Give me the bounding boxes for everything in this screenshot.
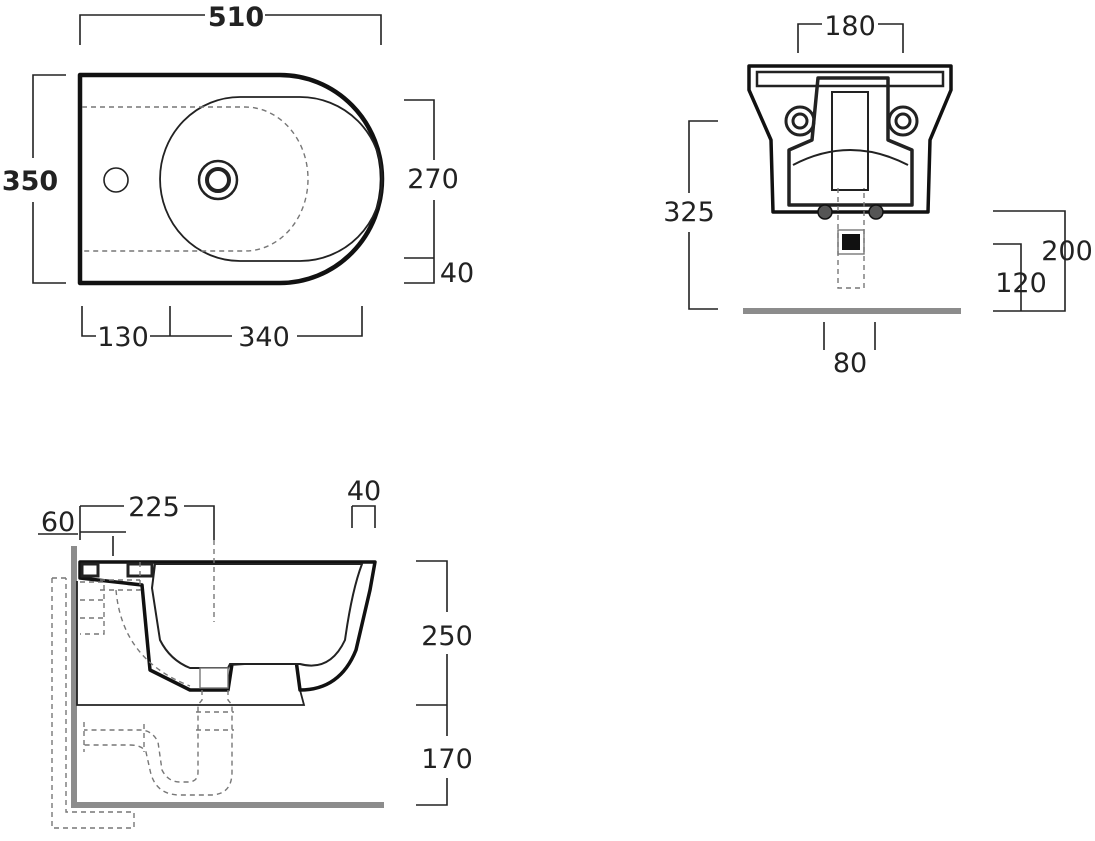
top-view: 510 350 270 40 130 340 bbox=[2, 2, 474, 353]
drain-outer bbox=[197, 159, 239, 201]
dim-40-top: 40 bbox=[440, 258, 474, 289]
dim-200: 200 bbox=[1041, 236, 1093, 267]
dim-line-270 bbox=[404, 99, 435, 284]
wall-and-floor bbox=[71, 546, 384, 808]
side-view-bowl-inner bbox=[150, 563, 364, 669]
dim-line-250-170 bbox=[416, 560, 448, 806]
waste-outlet bbox=[842, 234, 860, 250]
hidden-wall-box bbox=[51, 577, 135, 829]
dim-340: 340 bbox=[238, 322, 290, 353]
side-view-tap-hole bbox=[126, 562, 154, 578]
tap-hole bbox=[103, 167, 129, 193]
front-view-spout bbox=[831, 91, 869, 191]
dim-225: 225 bbox=[128, 492, 180, 523]
hidden-inlet-curve bbox=[115, 589, 191, 687]
dim-60: 60 bbox=[41, 507, 75, 538]
fixing-hole-right bbox=[887, 105, 919, 137]
fixing-hole-left bbox=[784, 105, 816, 137]
dim-line-350 bbox=[32, 74, 66, 284]
waste-outlet-frame bbox=[837, 229, 865, 255]
top-view-bowl bbox=[159, 96, 383, 262]
hidden-inlet bbox=[80, 562, 141, 635]
dim-line-60-225 bbox=[38, 505, 215, 556]
top-view-hidden-bowl bbox=[82, 106, 309, 252]
dim-line-80 bbox=[823, 322, 876, 350]
dim-40-side: 40 bbox=[347, 476, 381, 507]
front-view-outline bbox=[747, 64, 953, 214]
dim-510: 510 bbox=[208, 2, 264, 33]
dim-180: 180 bbox=[824, 11, 876, 42]
drain-inner bbox=[205, 167, 231, 193]
front-view-basin-curve bbox=[792, 149, 909, 166]
dim-170: 170 bbox=[421, 744, 473, 775]
bolt-left bbox=[817, 204, 833, 220]
waste-pipe-stub bbox=[199, 667, 229, 689]
dim-line-510 bbox=[79, 14, 382, 45]
dim-line-325 bbox=[688, 120, 718, 310]
side-view: 60 225 40 250 170 bbox=[38, 476, 473, 829]
dim-350: 350 bbox=[2, 166, 58, 197]
bolt-right bbox=[868, 204, 884, 220]
dim-line-180 bbox=[797, 23, 904, 53]
dim-80: 80 bbox=[833, 348, 867, 379]
dim-270: 270 bbox=[407, 164, 459, 195]
dim-120: 120 bbox=[995, 268, 1047, 299]
front-view-inner-rim bbox=[755, 70, 945, 88]
front-view: 180 325 200 120 80 bbox=[663, 11, 1093, 379]
dim-line-120 bbox=[993, 243, 1022, 311]
dim-130: 130 bbox=[97, 322, 149, 353]
dim-325: 325 bbox=[663, 197, 715, 228]
side-view-base-outline bbox=[76, 581, 306, 706]
dim-250: 250 bbox=[421, 621, 473, 652]
side-view-rim-notch bbox=[80, 562, 100, 578]
hidden-trap bbox=[83, 690, 234, 796]
dim-line-130-340 bbox=[81, 306, 363, 337]
dim-line-40-side bbox=[351, 505, 376, 528]
front-view-inner-body bbox=[787, 76, 914, 207]
dim-line-200 bbox=[993, 210, 1066, 312]
